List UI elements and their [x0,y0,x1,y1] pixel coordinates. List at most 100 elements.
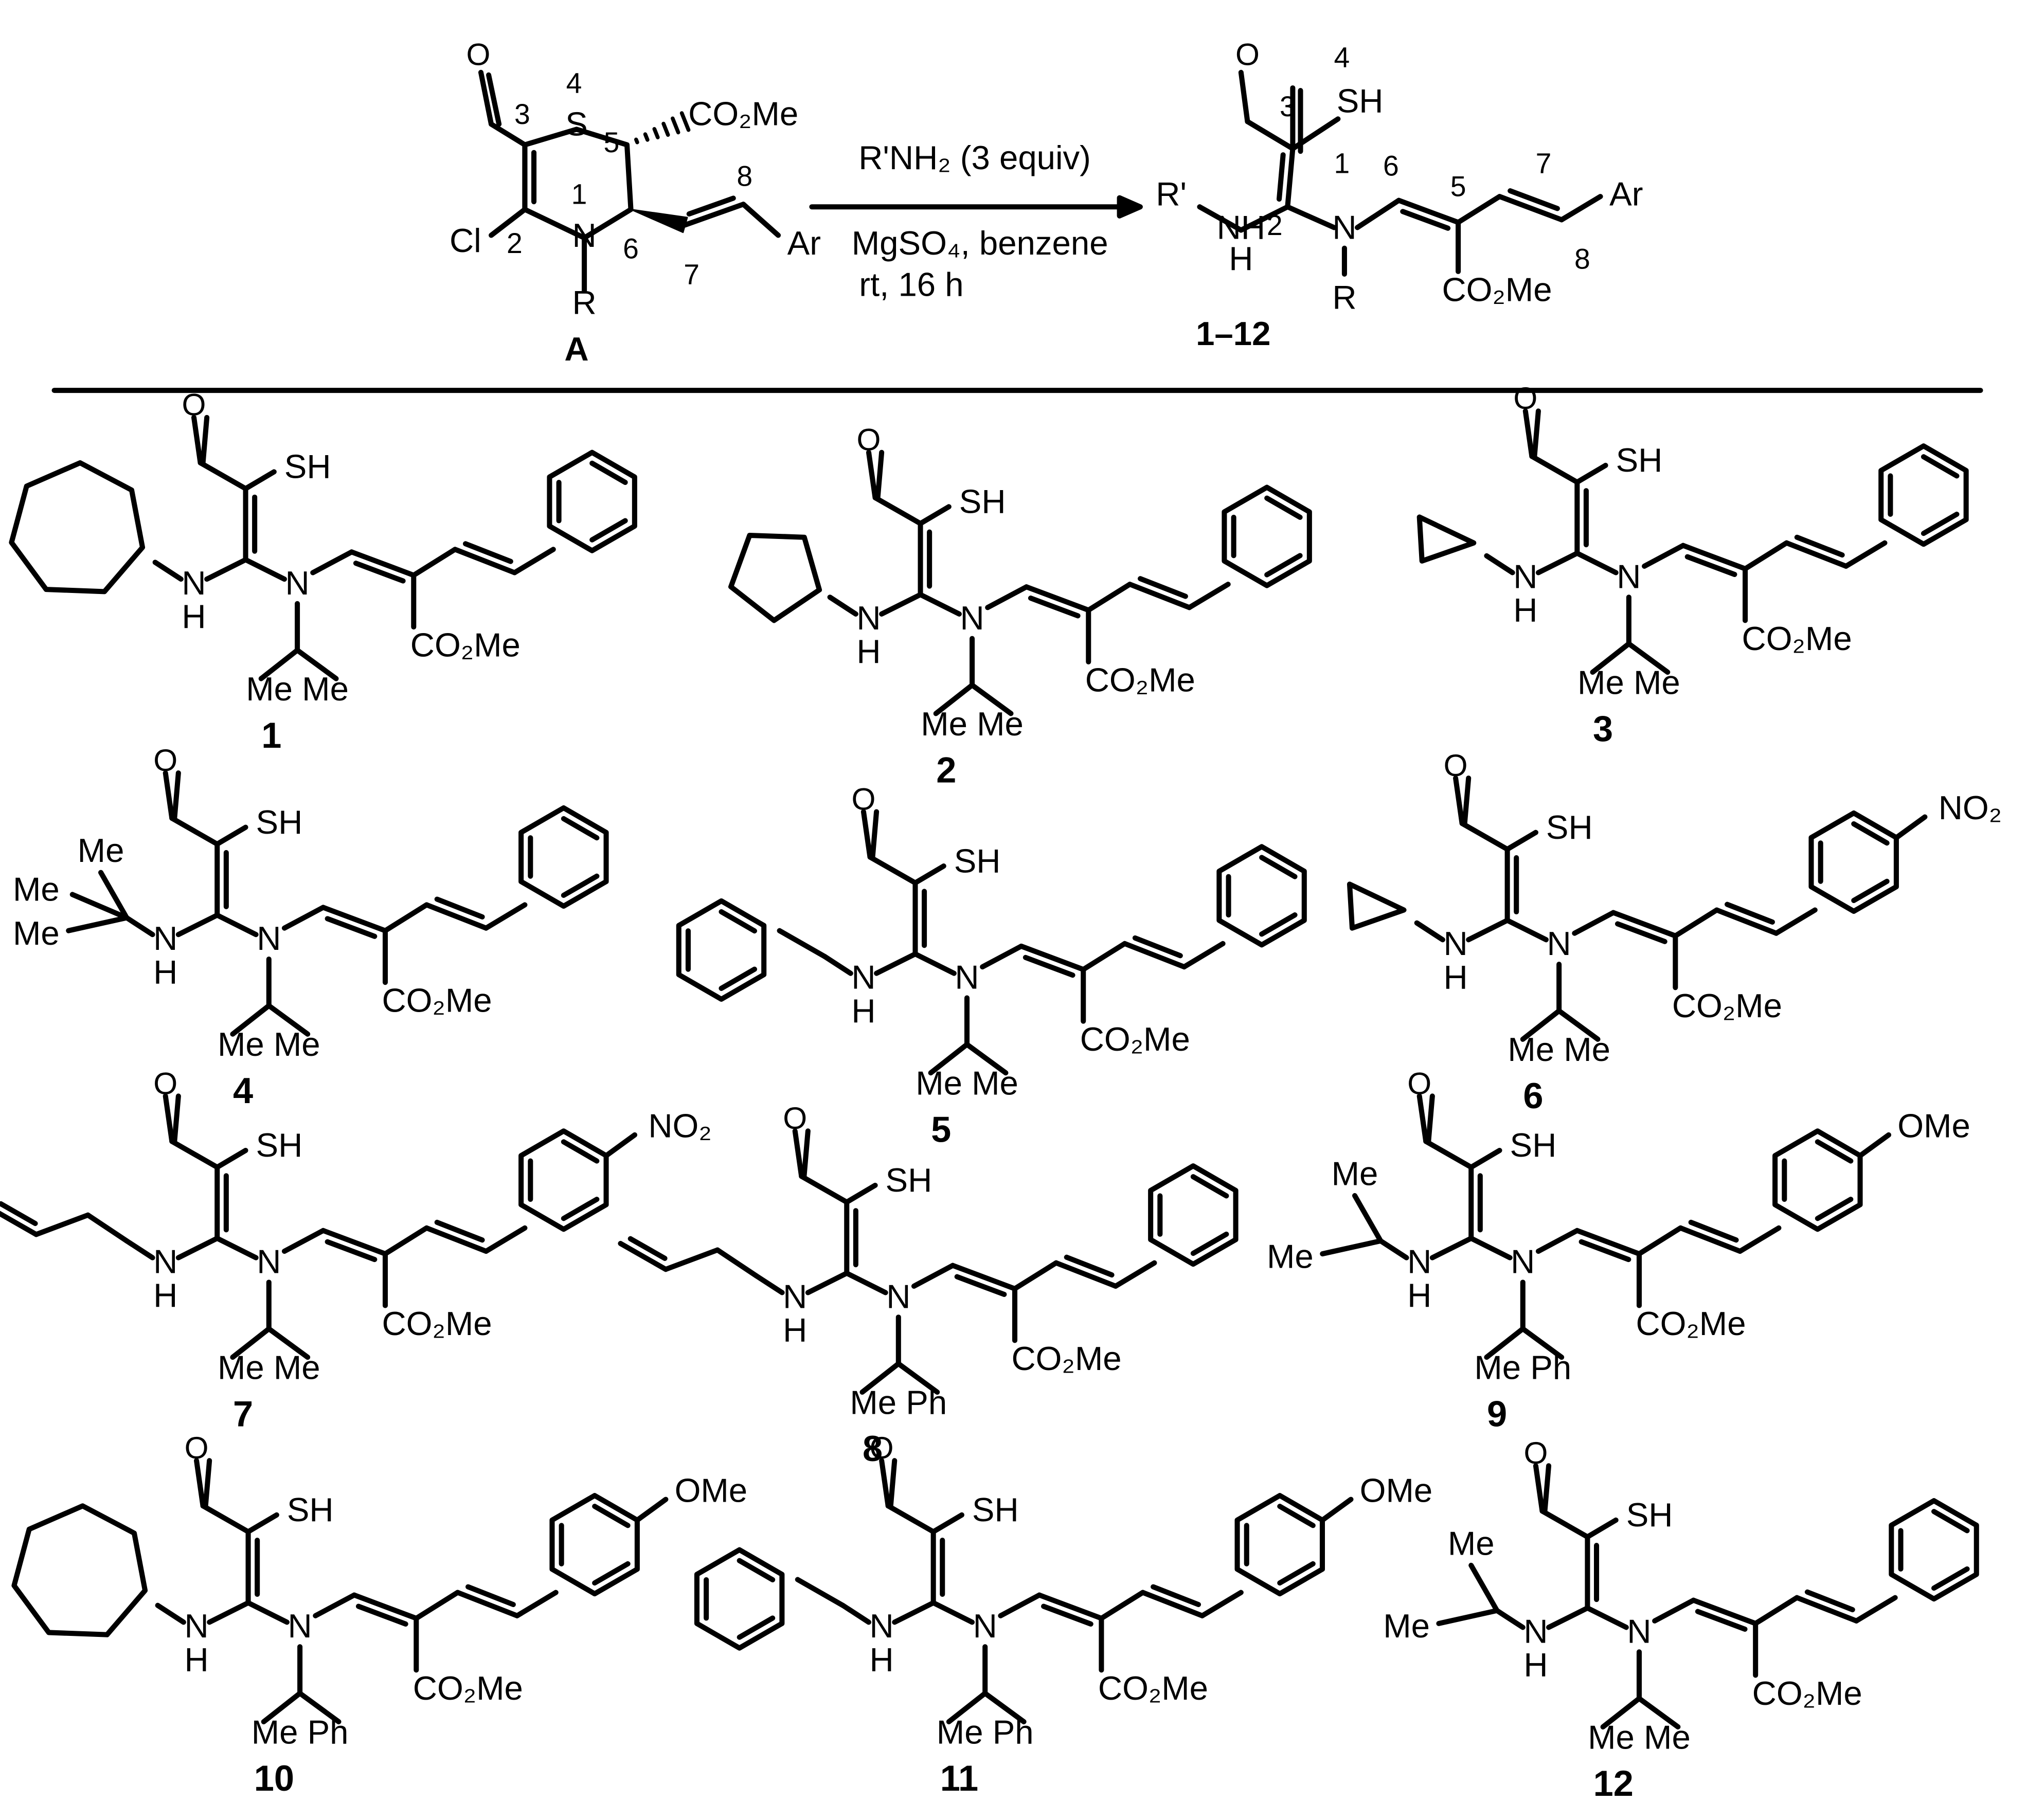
compound-8-n-bond [844,1270,888,1295]
compound-3-nh-label: N [1513,557,1537,595]
bond [982,1690,1027,1724]
c2-c3-double-bond-product-inner [1276,152,1286,202]
bond [635,1497,669,1523]
bond [172,770,181,821]
compound-2-nh-label: N [856,599,881,637]
compound-9-n-sub-label: Me Ph [1474,1349,1571,1386]
bond [1600,1696,1642,1729]
bond [1099,1590,1145,1621]
bond [1843,540,1888,569]
bond [1453,776,1465,826]
compound-8-sh-label: SH [886,1161,932,1199]
compound-8-ester-label: CO₂Me [1011,1340,1121,1377]
bond [382,1225,429,1257]
compound-9-aryl-ring-inner [1815,1139,1854,1164]
compound-9-c6-c5-double-bond-inner [1578,1239,1631,1263]
compound-2-c7-c8-double-bond-inner [1137,576,1188,599]
compound-1-cho-bond [198,460,248,492]
compound-3-aryl-ring-inner [1921,511,1960,536]
compound-3-cyclopropyl-ring [1416,514,1477,564]
compound-7-sh-label: SH [256,1126,303,1164]
product-r-label: R [1332,278,1356,316]
compound-2-cyclopentyl-ring [728,532,822,623]
compound-9-sh-label: SH [1510,1126,1557,1164]
bond [489,207,528,238]
bond [1636,1696,1681,1729]
bond [1737,1225,1782,1254]
bond [1352,1193,1384,1244]
reactant-r-label: R [572,283,596,321]
compound-9-sh-bond [1468,1147,1502,1170]
c6-c5-double-bond-inner [1400,209,1451,231]
compound-4-c6-c5-double-bond [320,905,388,933]
compound-4-number: 4 [233,1070,253,1111]
compound-8-cho-bond [799,1174,850,1205]
compound-12-ester-label: CO₂Me [1752,1674,1862,1712]
compound-9-o-label: O [1407,1066,1431,1101]
bond [1533,1463,1545,1514]
compound-2-c6-c5-double-bond-inner [1028,596,1081,619]
compound-10-aryl-ring-inner [592,1561,631,1586]
bond [483,1225,528,1254]
compound-8-n-sub-label: Me Ph [850,1383,947,1421]
compound-5-aryl-ring-inner [1259,912,1298,937]
bond [266,1326,311,1360]
compound-5-nh-bond [874,951,918,976]
bond [1652,1597,1696,1624]
reactant-cl-label: Cl [450,222,481,259]
compound-9-ester-label: CO₂Me [1636,1305,1746,1342]
compound-7-number: 7 [233,1393,253,1434]
compound-3-h-label: H [1513,591,1537,629]
compound-4-n-bond [214,912,259,938]
bond [98,870,130,921]
compound-4-o-label: O [153,743,177,778]
compound-4-ester-label: CO₂Me [382,982,492,1019]
bond [1857,1132,1892,1159]
compound-10-number: 10 [254,1758,294,1798]
compound-2-c7-c8-double-bond [1127,582,1192,610]
compound-8-n-label: N [886,1277,910,1315]
compound-3-nh-bond [1535,550,1580,575]
reactant-locant-1: 3 [514,98,530,130]
compound-5-sh-bond [912,863,946,886]
bond [1320,1238,1384,1257]
compound-12-c6-c5-double-bond [1691,1597,1759,1626]
product-rprime-label: R' [1156,175,1187,212]
compound-10-n-label: N [288,1607,312,1645]
compound-3-o-label: O [1513,381,1537,416]
bond [163,1093,175,1144]
compound-1-n-label: N [285,564,309,602]
bond [928,1041,970,1076]
compound-5-benzyl-ring [676,898,767,1002]
compound-10-c7-c8-double-bond [455,1590,520,1618]
compound-1-aryl-ring-inner [589,518,628,543]
compound-12-aryl-ring-inner [1931,1566,1970,1591]
bond [382,902,429,933]
compound-12-n-label: N [1627,1612,1651,1650]
conditions-line-2: MgSO₄, benzene [852,224,1108,262]
bond [295,647,339,681]
compound-5-benzyl-ring-inner [719,966,758,991]
bond [1290,116,1341,152]
compound-1-c7-c8-double-bond [452,547,517,575]
bond [1416,1093,1429,1144]
compound-1-nh-bond [204,557,248,582]
compound-4-aryl-ring [518,805,609,909]
bond [1436,1608,1500,1626]
compound-5-c6-c5-double-bond [1018,943,1086,972]
compound-11-h-label: H [870,1641,894,1679]
compound-6-nh-bond [1466,917,1510,943]
compound-10-para-label: OMe [675,1471,748,1509]
bond [1535,1228,1580,1254]
compound-1-sh-bond [243,469,277,492]
product-locant-6: 2 [1267,209,1283,241]
compound-11-number: 11 [940,1758,978,1798]
bond [985,584,1029,610]
compound-10-nh-label: N [184,1607,208,1645]
bond [483,902,528,931]
bond [801,1128,811,1179]
bond [1542,1463,1552,1514]
compound-4-c6-c5-double-bond-inner [325,916,378,939]
bond [1532,408,1541,459]
compound-5-benzyl-ring-inner [719,909,758,934]
